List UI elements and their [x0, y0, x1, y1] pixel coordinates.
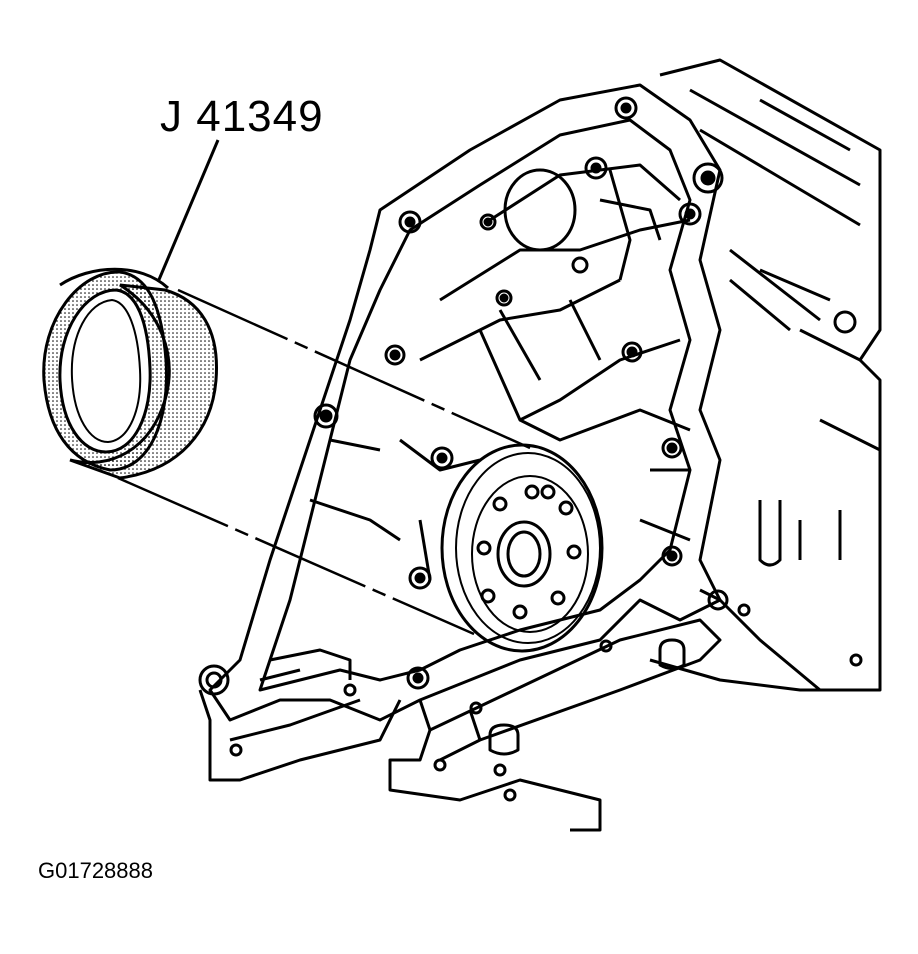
seal-installer-tool	[42, 267, 219, 480]
tool-callout-label: J 41349	[160, 92, 324, 141]
alignment-lines	[117, 288, 531, 636]
crankshaft-flange	[440, 443, 604, 653]
callout-leader	[156, 139, 220, 283]
engine-block	[198, 58, 882, 832]
figure-id: G01728888	[38, 858, 153, 883]
